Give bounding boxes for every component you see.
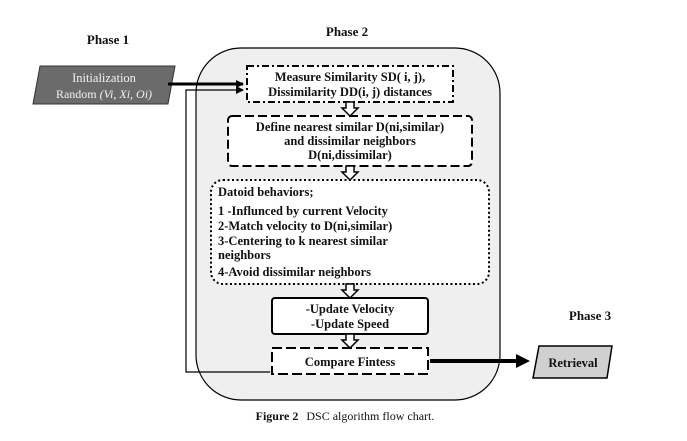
down-arrow-1 — [340, 101, 360, 118]
down-arrow-3 — [340, 283, 360, 300]
down-arrow-2 — [340, 165, 360, 182]
update-line-2: -Update Speed — [311, 317, 389, 331]
initialization-line-2: Random (Vi, Xi, Oi) — [56, 87, 152, 101]
datoid-item-3-cont: neighbors — [218, 248, 271, 262]
retrieval-label: Retrieval — [548, 356, 598, 370]
datoid-behaviors-box — [210, 179, 490, 285]
phase-2-label: Phase 2 — [326, 24, 368, 39]
datoid-item-4: 4-Avoid dissimilar neighbors — [218, 265, 371, 279]
define-line-3: D(ni,dissimilar) — [308, 148, 392, 162]
datoid-item-1: 1 -Influnced by current Velocity — [218, 204, 389, 218]
measure-line-1: Measure Similarity SD( i, j), — [275, 70, 425, 84]
compare-label: Compare Fintess — [305, 355, 396, 369]
update-line-1: -Update Velocity — [306, 302, 395, 316]
phase-1-label: Phase 1 — [87, 32, 129, 47]
down-arrow-4 — [340, 333, 360, 350]
initialization-line-1: Initialization — [72, 71, 137, 85]
datoid-title: Datoid behaviors; — [218, 185, 314, 199]
compare-to-retrieval-arrowhead — [516, 354, 530, 368]
retrieval-box — [532, 345, 613, 379]
phase-3-label: Phase 3 — [569, 308, 612, 323]
measure-line-2: Dissimilarity DD(i, j) distances — [268, 85, 432, 99]
feedback-loop-line — [185, 86, 270, 373]
define-line-2: and dissimilar neighbors — [284, 134, 416, 148]
datoid-item-2: 2-Match velocity to D(ni,similar) — [218, 219, 392, 233]
define-line-1: Define nearest similar D(ni,similar) — [256, 120, 444, 134]
initialization-box — [32, 65, 176, 105]
datoid-item-3: 3-Centering to k nearest similar — [218, 234, 388, 248]
compare-fitness-box — [271, 347, 429, 375]
